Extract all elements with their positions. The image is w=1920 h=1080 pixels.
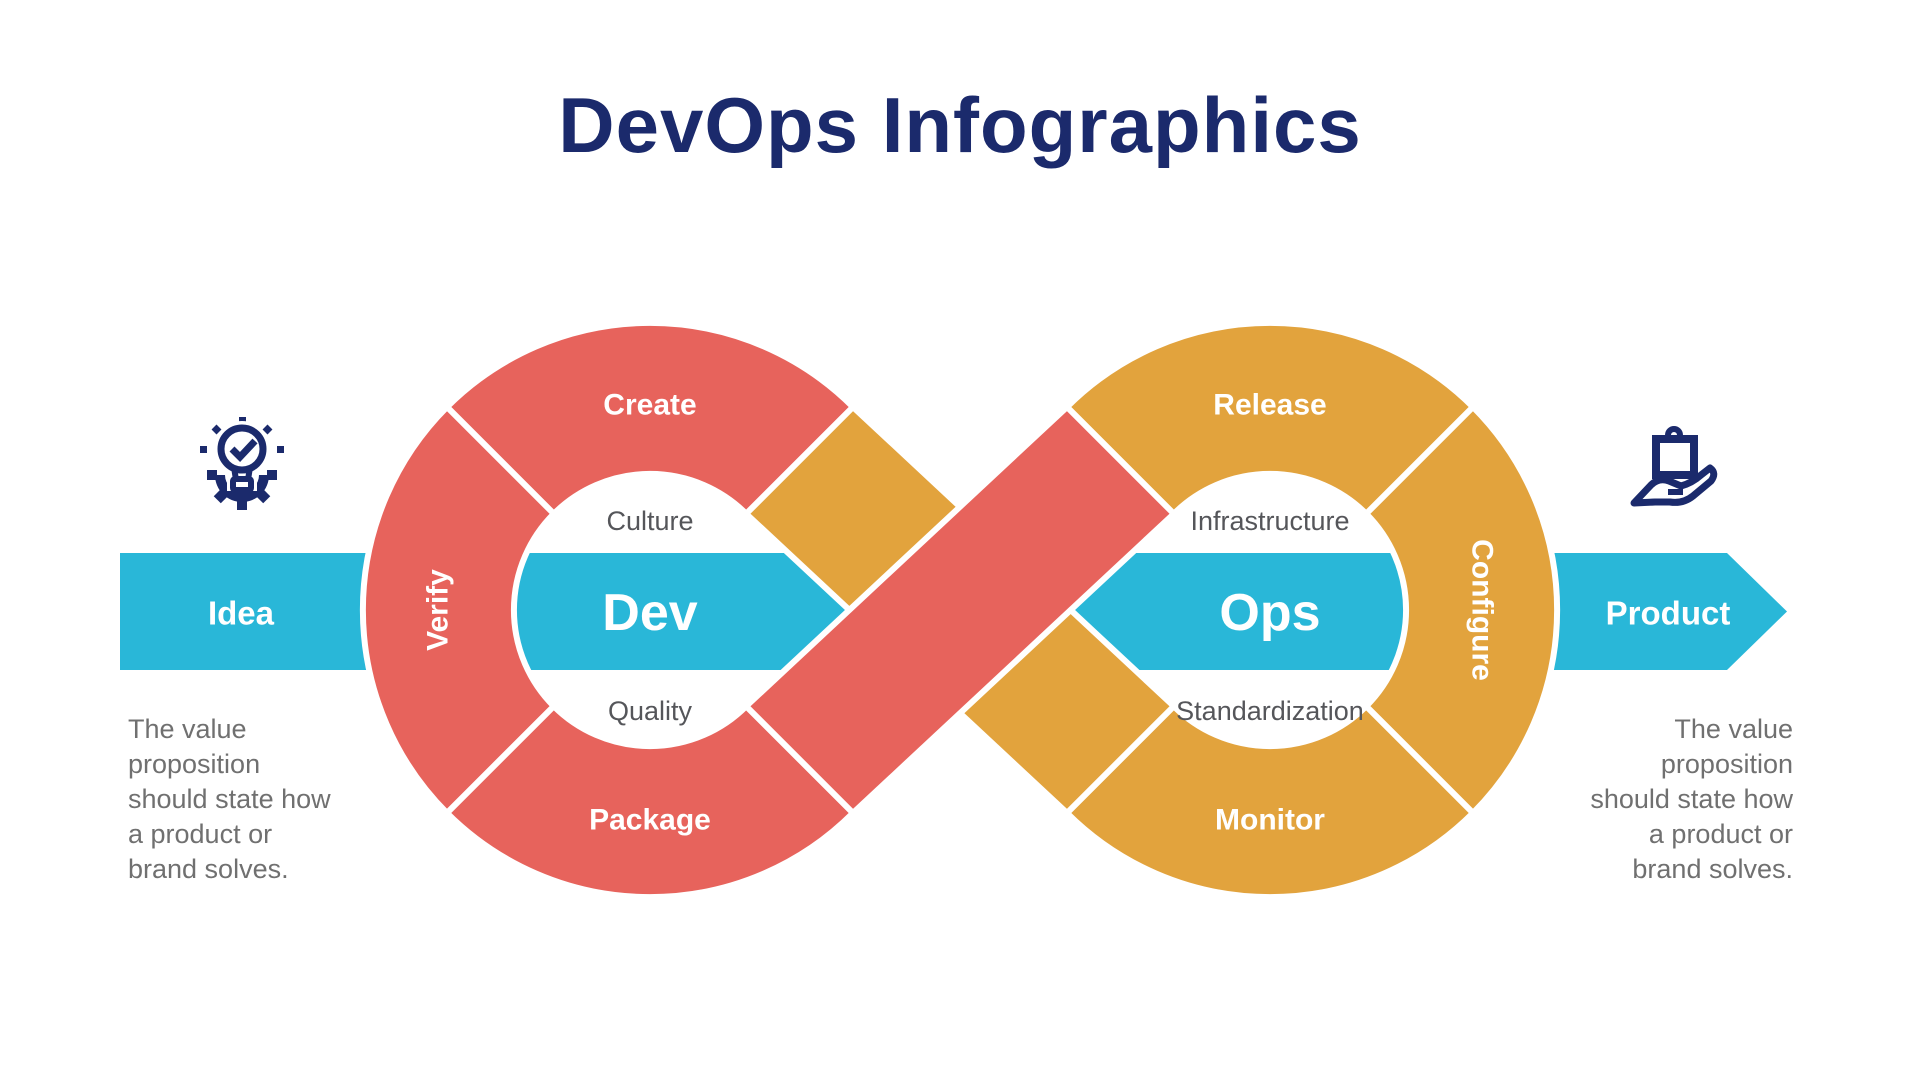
dev-inner-top-label: Culture xyxy=(606,506,693,536)
left-value-note: The value proposition should state how a… xyxy=(128,712,373,887)
note-line: should state how xyxy=(128,784,331,814)
note-line: brand solves. xyxy=(128,854,289,884)
ops-loop-name: Ops xyxy=(1219,584,1320,642)
idea-bulb-gear-icon xyxy=(192,406,292,520)
hand-shape xyxy=(1630,464,1718,507)
ops-segment-configure xyxy=(1361,402,1561,818)
dev-loop-name: Dev xyxy=(602,584,697,642)
note-line: The value xyxy=(128,714,247,744)
dev-segment-package-label: Package xyxy=(589,804,711,837)
note-line: a product or xyxy=(128,819,273,849)
page-title: DevOps Infographics xyxy=(558,81,1362,169)
dev-inner-bottom-label: Quality xyxy=(608,696,693,726)
dev-segment-create xyxy=(442,319,858,519)
ops-ring xyxy=(1062,319,1561,901)
check-mark xyxy=(229,438,258,463)
note-line: should state how xyxy=(1590,784,1793,814)
note-line: The value xyxy=(1674,714,1793,744)
hand-holding-bag-icon xyxy=(1624,414,1724,528)
ops-segment-monitor-label: Monitor xyxy=(1215,804,1325,837)
dev-segment-verify-label: Verify xyxy=(422,569,455,651)
red-crossover-band xyxy=(741,402,1179,818)
ops-segment-release xyxy=(1062,319,1478,519)
right-value-note: The value proposition should state how a… xyxy=(1548,712,1793,887)
note-line: brand solves. xyxy=(1632,854,1793,884)
ops-inner-bottom-label: Standardization xyxy=(1176,696,1364,726)
ops-segment-monitor xyxy=(1062,701,1478,901)
dev-segment-create-label: Create xyxy=(603,389,696,422)
ops-segment-configure-label: Configure xyxy=(1466,539,1499,681)
note-line: proposition xyxy=(128,749,261,779)
ops-segment-release-label: Release xyxy=(1213,389,1326,422)
dev-segment-verify xyxy=(359,402,559,818)
dev-ring xyxy=(359,319,858,901)
flow-input-label: Idea xyxy=(208,595,275,632)
note-line: a product or xyxy=(1648,819,1793,849)
ops-inner-top-label: Infrastructure xyxy=(1190,506,1349,536)
note-line: proposition xyxy=(1660,749,1793,779)
dev-segment-package xyxy=(442,701,858,901)
flow-output-label: Product xyxy=(1606,595,1731,632)
